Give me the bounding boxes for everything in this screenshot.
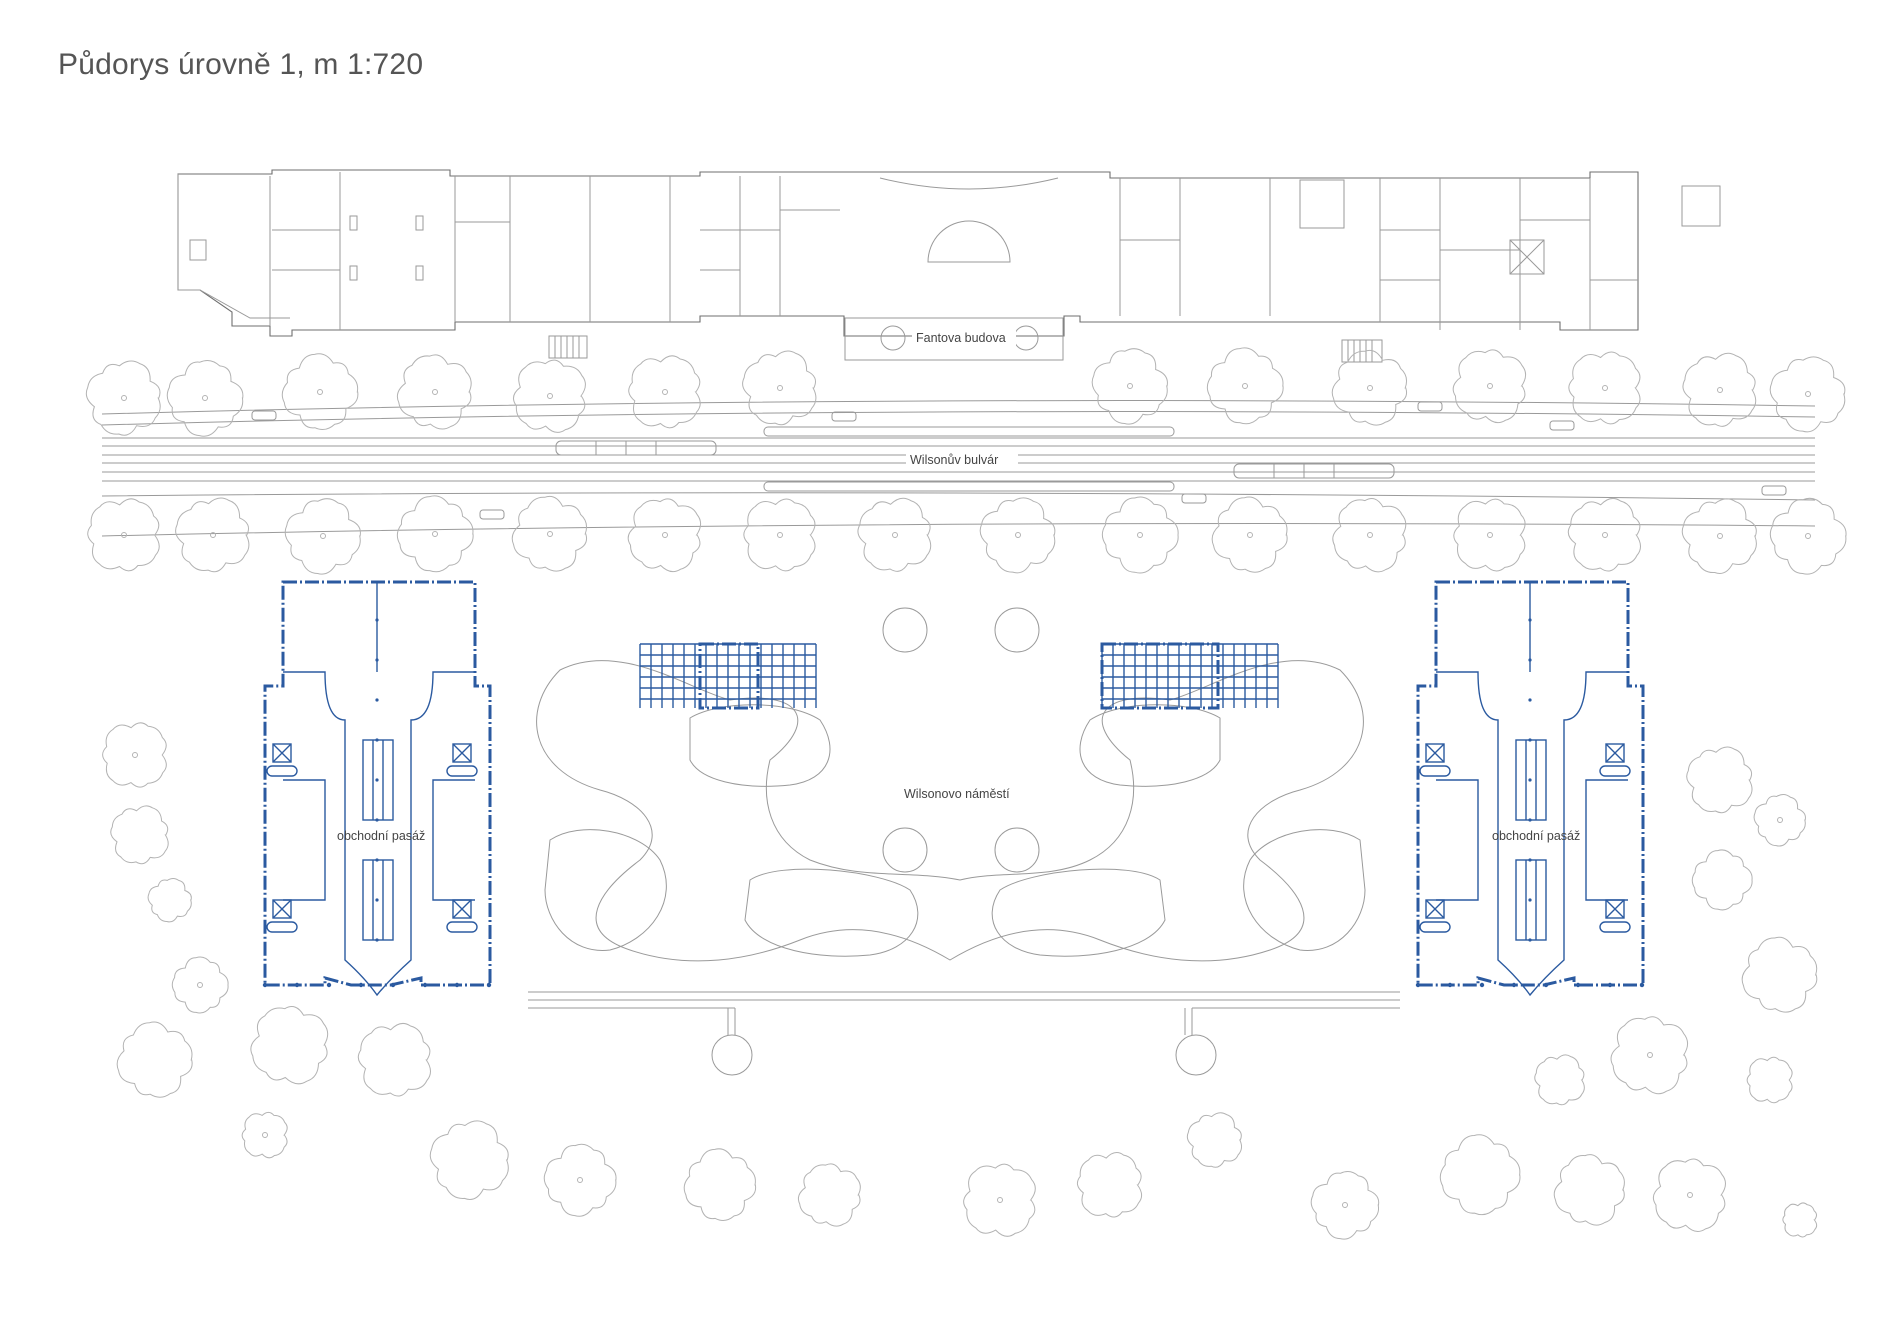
label-fantova-budova: Fantova budova <box>916 331 1006 345</box>
label-wilsonovo-namesti: Wilsonovo náměstí <box>904 787 1010 801</box>
pavilion-left <box>262 580 492 997</box>
fantova-budova-building <box>177 169 1721 363</box>
trees-park <box>102 722 1818 1240</box>
pavilion-right <box>1415 580 1645 997</box>
pergola-right <box>1100 642 1279 710</box>
pergola-left <box>639 642 817 710</box>
page-title: Půdorys úrovně 1, m 1:720 <box>58 48 424 81</box>
label-wilsonuv-bulvar: Wilsonův bulvár <box>910 453 998 467</box>
label-obchodni-pasaz-right: obchodní pasáž <box>1492 829 1580 843</box>
wilsonuv-bulvar-street <box>101 400 1816 537</box>
label-obchodni-pasaz-left: obchodní pasáž <box>337 829 425 843</box>
trees-south-row <box>87 495 1847 575</box>
wilsonovo-namesti-square <box>528 607 1400 1076</box>
trees-north-row <box>85 347 1846 437</box>
